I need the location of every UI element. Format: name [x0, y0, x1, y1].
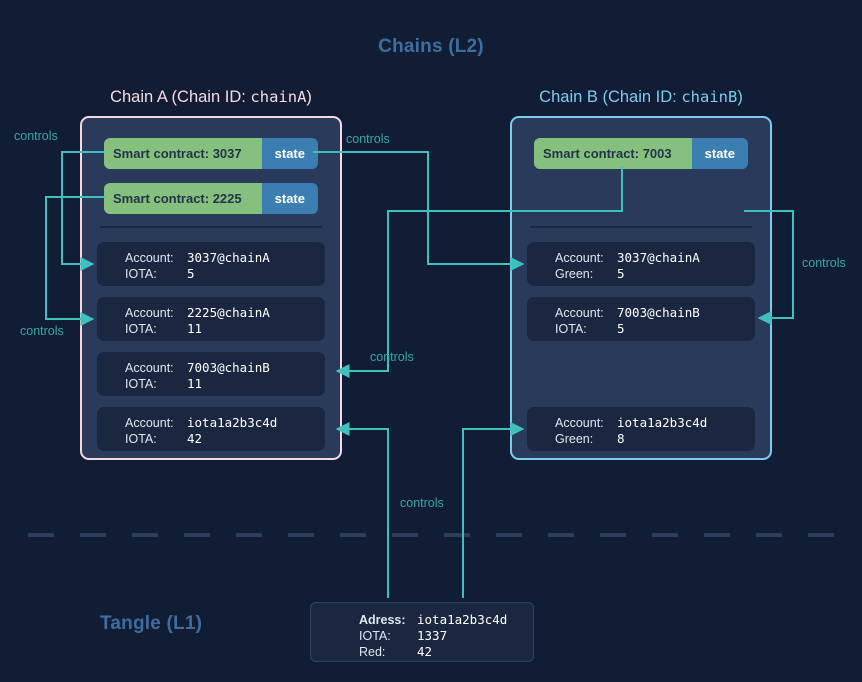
account-key-label: Account:	[555, 306, 604, 320]
account-key-label: Account:	[125, 251, 174, 265]
account-key-label: Account:	[125, 361, 174, 375]
page-title: Chains (L2)	[378, 36, 484, 57]
balance-label: IOTA:	[555, 322, 587, 336]
chain-a-account-2225[interactable]: Account: 2225@chainA IOTA: 11	[97, 297, 325, 341]
account-row: Account: iota1a2b3c4d	[125, 415, 315, 431]
wire-label-mid-top: controls	[346, 132, 390, 146]
chain-b-account-iota1a2b3c4d[interactable]: Account: iota1a2b3c4d Green: 8	[527, 407, 755, 451]
tangle-iota-label: IOTA:	[359, 629, 391, 643]
wire-label-left-bottom: controls	[20, 324, 64, 338]
chain-a-account-iota1a2b3c4d[interactable]: Account: iota1a2b3c4d IOTA: 42	[97, 407, 325, 451]
balance-value: 5	[187, 266, 195, 281]
chain-b-account-7003[interactable]: Account: 7003@chainB IOTA: 5	[527, 297, 755, 341]
balance-value: 5	[617, 266, 625, 281]
balance-row: Green: 5	[555, 266, 745, 282]
balance-row: Green: 8	[555, 431, 745, 447]
balance-label: Green:	[555, 267, 594, 281]
smart-contract-2225-state[interactable]: state	[261, 183, 318, 214]
wire-a3037state-to-b-acct3037	[313, 151, 525, 271]
account-key-label: Account:	[125, 306, 174, 320]
smart-contract-7003-state[interactable]: state	[691, 138, 748, 169]
account-row: Account: 7003@chainB	[125, 360, 315, 376]
smart-contract-3037[interactable]: Smart contract: 3037 state	[104, 138, 318, 169]
smart-contract-7003-label: Smart contract: 7003	[534, 138, 692, 169]
chain-b-title: Chain B (Chain ID: chainB)	[510, 88, 772, 107]
account-row: Account: 2225@chainA	[125, 305, 315, 321]
account-row: Account: 3037@chainA	[125, 250, 315, 266]
chain-a-account-7003[interactable]: Account: 7003@chainB IOTA: 11	[97, 352, 325, 396]
balance-row: IOTA: 11	[125, 321, 315, 337]
wire-label-right: controls	[802, 256, 846, 270]
account-key-label: Account:	[555, 251, 604, 265]
balance-value: 8	[617, 431, 625, 446]
tangle-iota-value: 1337	[417, 628, 448, 643]
smart-contract-2225[interactable]: Smart contract: 2225 state	[104, 183, 318, 214]
chain-a-id: chainA	[250, 88, 307, 106]
chain-b-title-suffix: )	[737, 88, 743, 106]
chain-b-divider	[530, 226, 752, 228]
balance-label: IOTA:	[125, 432, 157, 446]
account-row: Account: 3037@chainA	[555, 250, 745, 266]
balance-row: IOTA: 5	[125, 266, 315, 282]
chain-a-title-suffix: )	[306, 88, 312, 106]
chain-a-contracts: Smart contract: 3037 state Smart contrac…	[82, 118, 340, 228]
tangle-address-row: Adress: iota1a2b3c4d	[359, 612, 523, 628]
tangle-address-label: Adress:	[359, 613, 406, 627]
tangle-red-label: Red:	[359, 645, 386, 659]
account-key-label: Account:	[125, 416, 174, 430]
balance-label: IOTA:	[125, 322, 157, 336]
smart-contract-2225-label: Smart contract: 2225	[104, 183, 262, 214]
wire-label-mid-bottom: controls	[370, 350, 414, 364]
wire-label-tangle: controls	[400, 496, 444, 510]
layer-separator	[28, 533, 834, 537]
tangle-address-value: iota1a2b3c4d	[417, 612, 508, 627]
tangle-address-box[interactable]: Adress: iota1a2b3c4d IOTA: 1337 Red: 42	[310, 602, 534, 662]
chain-b-title-prefix: Chain B (Chain ID:	[539, 88, 682, 106]
account-row: Account: iota1a2b3c4d	[555, 415, 745, 431]
account-key-label: Account:	[555, 416, 604, 430]
smart-contract-7003[interactable]: Smart contract: 7003 state	[534, 138, 748, 169]
account-key-value: iota1a2b3c4d	[617, 415, 708, 430]
balance-value: 5	[617, 321, 625, 336]
chain-a-account-3037[interactable]: Account: 3037@chainA IOTA: 5	[97, 242, 325, 286]
wire-label-left-top: controls	[14, 129, 58, 143]
balance-label: Green:	[555, 432, 594, 446]
account-key-value: 3037@chainA	[187, 250, 270, 265]
tangle-red-row: Red: 42	[359, 644, 523, 660]
account-key-value: 7003@chainB	[187, 360, 270, 375]
chain-b-account-3037[interactable]: Account: 3037@chainA Green: 5	[527, 242, 755, 286]
smart-contract-3037-state[interactable]: state	[261, 138, 318, 169]
wire-tangle-to-a-acct-iota	[335, 422, 389, 598]
tangle-layer-title: Tangle (L1)	[100, 613, 203, 634]
balance-label: IOTA:	[125, 377, 157, 391]
chain-a-title: Chain A (Chain ID: chainA)	[80, 88, 342, 107]
balance-value: 42	[187, 431, 203, 446]
account-key-value: 2225@chainA	[187, 305, 270, 320]
smart-contract-3037-label: Smart contract: 3037	[104, 138, 262, 169]
tangle-iota-row: IOTA: 1337	[359, 628, 523, 644]
tangle-red-value: 42	[417, 644, 433, 659]
balance-value: 11	[187, 321, 203, 336]
chain-a-title-prefix: Chain A (Chain ID:	[110, 88, 251, 106]
chain-a-divider	[100, 226, 322, 228]
account-key-value: 3037@chainA	[617, 250, 700, 265]
account-row: Account: 7003@chainB	[555, 305, 745, 321]
balance-label: IOTA:	[125, 267, 157, 281]
balance-value: 11	[187, 376, 203, 391]
account-key-value: 7003@chainB	[617, 305, 700, 320]
chain-b-contracts: Smart contract: 7003 state	[512, 118, 770, 183]
chain-b-id: chainB	[681, 88, 738, 106]
account-key-value: iota1a2b3c4d	[187, 415, 278, 430]
balance-row: IOTA: 11	[125, 376, 315, 392]
chain-a-panel: Smart contract: 3037 state Smart contrac…	[80, 116, 342, 460]
balance-row: IOTA: 42	[125, 431, 315, 447]
balance-row: IOTA: 5	[555, 321, 745, 337]
